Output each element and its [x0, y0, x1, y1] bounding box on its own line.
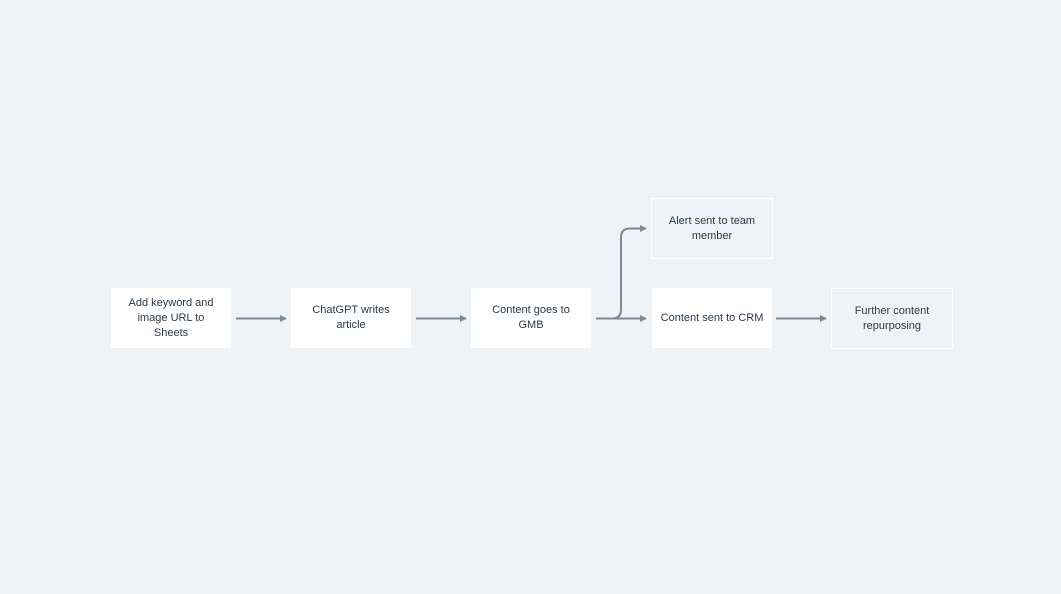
node-chatgpt-writes[interactable]: ChatGPT writes article [291, 288, 411, 348]
node-content-crm-label: Content sent to CRM [660, 311, 764, 324]
node-further-repurposing[interactable]: Further content repurposing [831, 288, 953, 349]
node-chatgpt-writes-label: ChatGPT writes article [312, 304, 390, 331]
node-alert-team[interactable]: Alert sent to team member [651, 198, 773, 259]
edge-gmb-to-alert [596, 225, 647, 320]
node-content-gmb[interactable]: Content goes to GMB [471, 288, 591, 348]
node-add-keyword[interactable]: Add keyword and image URL to Sheets [111, 288, 231, 348]
node-alert-team-label: Alert sent to team member [668, 214, 756, 242]
node-further-repurposing-label: Further content repurposing [854, 304, 930, 332]
node-content-crm[interactable]: Content sent to CRM [652, 288, 772, 348]
node-add-keyword-label: Add keyword and image URL to Sheets [128, 296, 214, 339]
node-content-gmb-label: Content goes to GMB [492, 304, 570, 331]
